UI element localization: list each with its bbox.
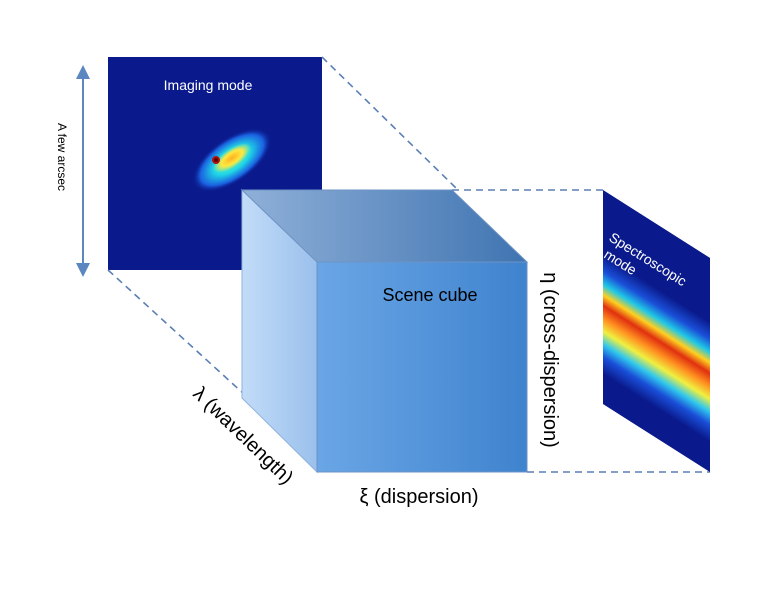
scene-cube-label: Scene cube xyxy=(382,285,477,305)
xi-axis-label: ξ (dispersion) xyxy=(360,486,479,508)
scale-label: A few arcsec xyxy=(55,123,69,191)
projection-lines-imaging xyxy=(107,56,459,396)
eta-axis-label: η (cross-dispersion) xyxy=(539,272,561,448)
scene-cube: Scene cube xyxy=(240,188,529,474)
projection-lines-spectroscopic xyxy=(452,189,710,473)
imaging-mode-label: Imaging mode xyxy=(164,77,253,93)
spectroscopic-mode-panel: Spectroscopic mode xyxy=(601,190,710,472)
